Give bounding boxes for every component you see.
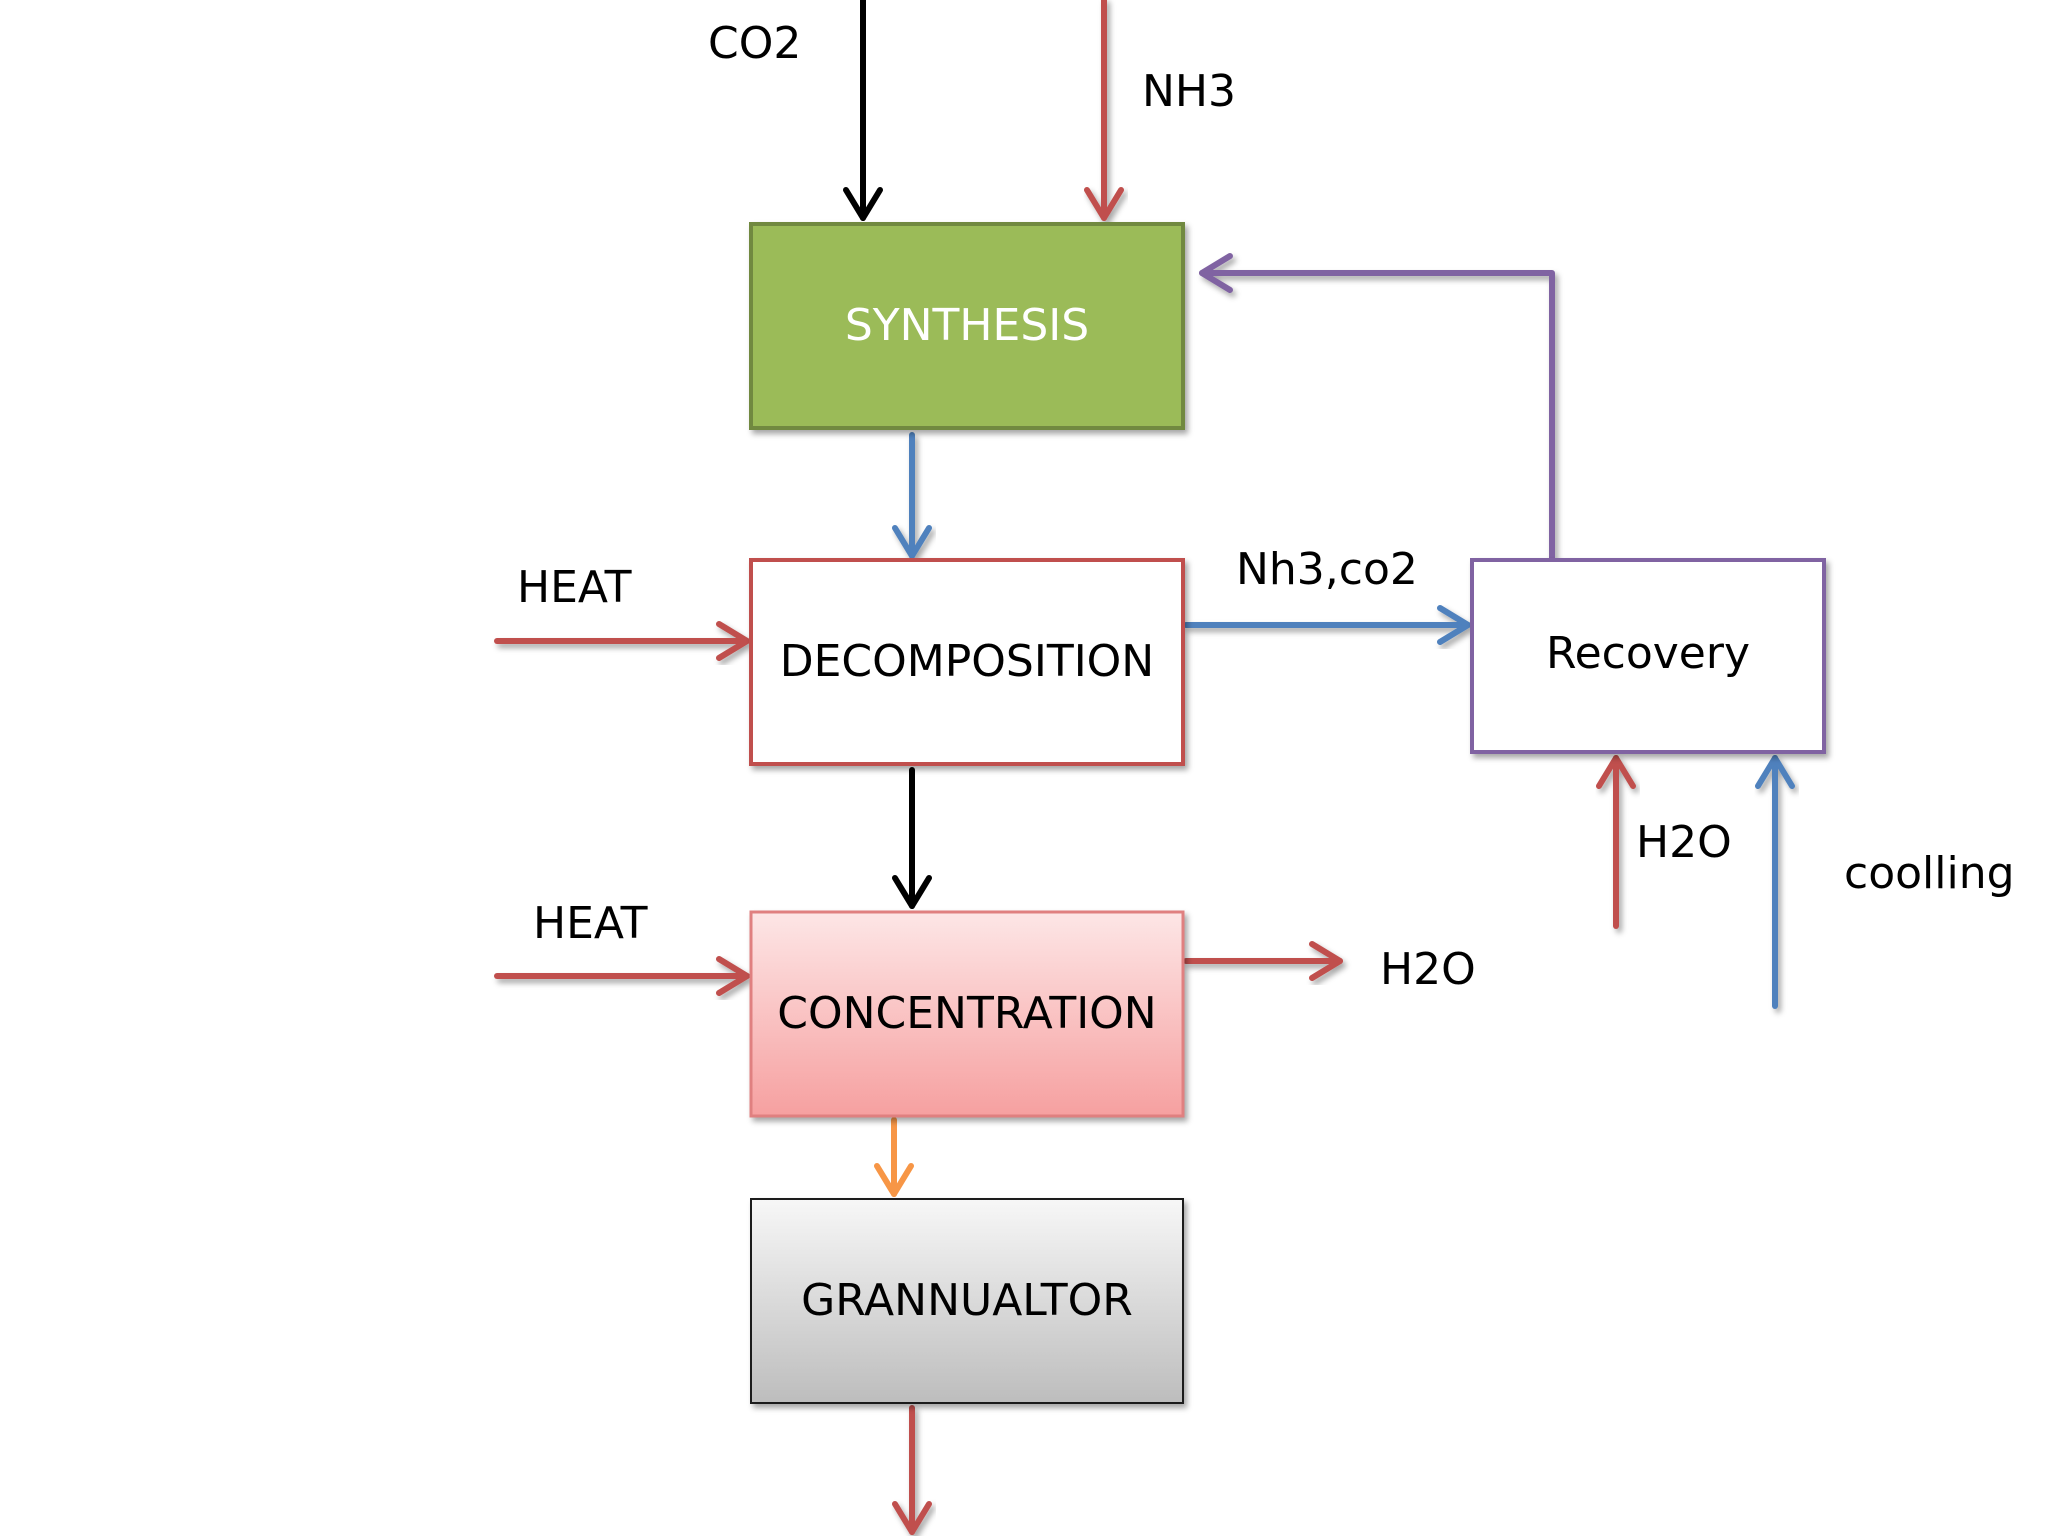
recovery-box: Recovery xyxy=(1470,558,1826,754)
nh3-arrow xyxy=(1084,0,1124,221)
cooling-label: coolling xyxy=(1844,848,2015,899)
nh3-label: NH3 xyxy=(1142,66,1236,117)
concentration-to-granulator-arrow xyxy=(874,1117,914,1197)
decomposition-to-concentration-arrow xyxy=(892,767,932,909)
decomposition-label: DECOMPOSITION xyxy=(780,636,1154,687)
granulator-box: GRANNUALTOR xyxy=(750,1198,1184,1404)
h2o-in-arrow xyxy=(1596,755,1636,929)
nh3-co2-label: Nh3,co2 xyxy=(1236,544,1418,595)
co2-arrow xyxy=(843,0,883,221)
h2o-in-label: H2O xyxy=(1636,817,1732,868)
heat-to-decomposition-arrow xyxy=(494,621,750,661)
synthesis-to-decomposition-arrow xyxy=(892,432,932,559)
decomposition-box: DECOMPOSITION xyxy=(749,558,1185,766)
concentration-box: CONCENTRATION xyxy=(749,910,1185,1118)
heat-label-decomposition: HEAT xyxy=(517,562,632,613)
decomposition-to-recovery-arrow xyxy=(1183,605,1471,645)
synthesis-box: SYNTHESIS xyxy=(749,222,1185,430)
synthesis-label: SYNTHESIS xyxy=(845,300,1089,351)
heat-label-concentration: HEAT xyxy=(533,898,648,949)
heat-to-concentration-arrow xyxy=(494,956,750,996)
cooling-arrow xyxy=(1755,755,1795,1009)
h2o-out-arrow xyxy=(1183,941,1343,981)
h2o-out-label: H2O xyxy=(1380,944,1476,995)
granulator-label: GRANNUALTOR xyxy=(801,1275,1133,1326)
recovery-to-synthesis-arrow xyxy=(1199,253,1555,561)
concentration-label: CONCENTRATION xyxy=(777,988,1156,1039)
recovery-label: Recovery xyxy=(1546,628,1750,679)
co2-label: CO2 xyxy=(708,18,801,69)
granulator-output-arrow xyxy=(892,1405,932,1535)
